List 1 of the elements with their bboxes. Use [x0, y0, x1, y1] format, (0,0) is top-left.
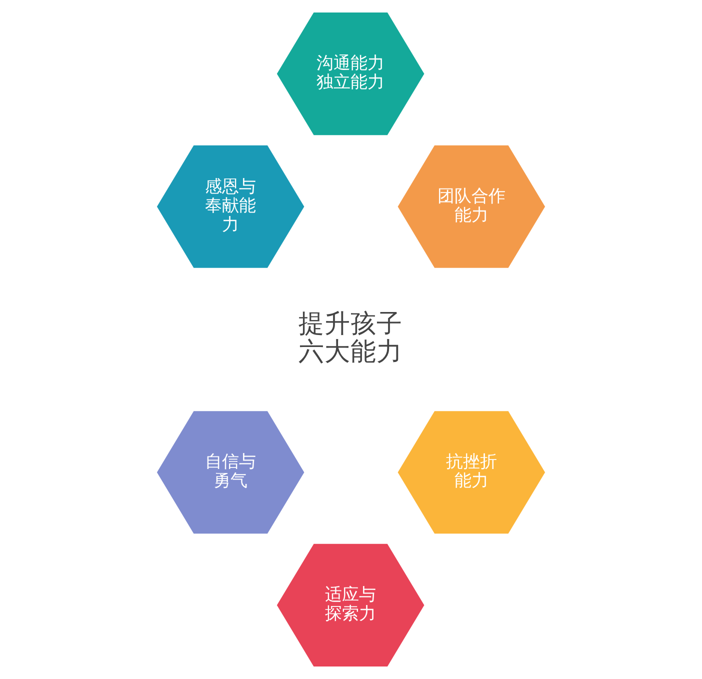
label: 提升孩子六大能力: [298, 308, 403, 368]
